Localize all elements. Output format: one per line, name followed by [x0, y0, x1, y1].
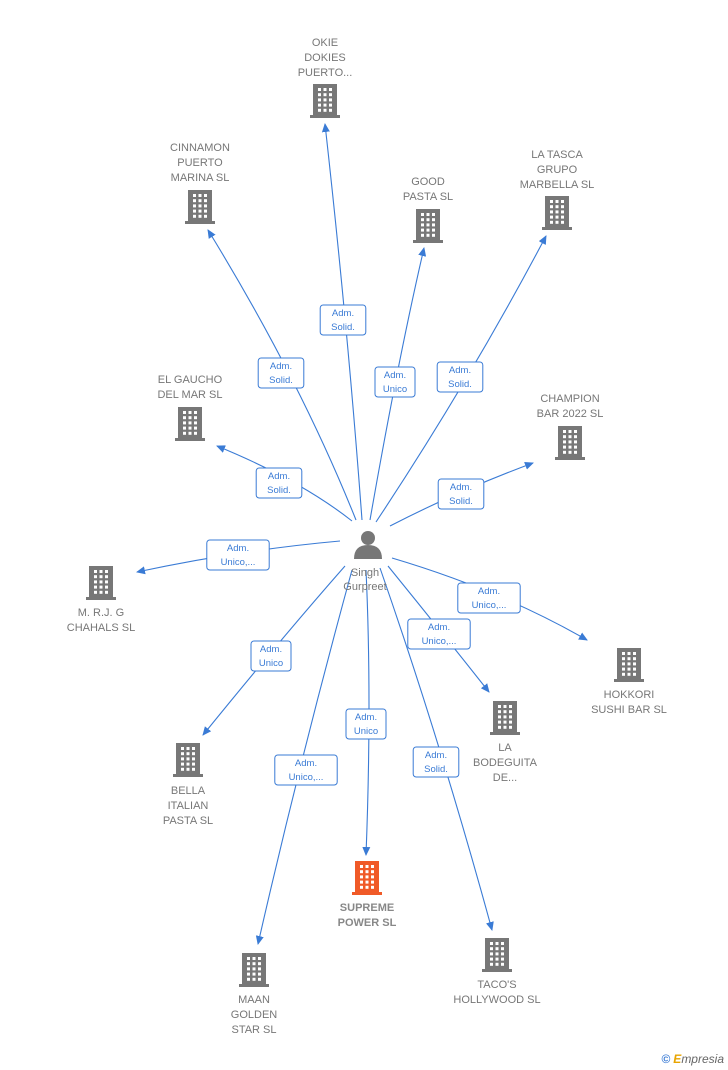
edge-label-line: Solid. — [424, 764, 448, 775]
edge-label-line: Solid. — [331, 322, 355, 333]
edge-label-line: Unico — [259, 658, 283, 669]
edge-label-line: Solid. — [449, 496, 473, 507]
edge-label-line: Adm. — [268, 471, 290, 482]
building-icon[interactable] — [86, 566, 116, 600]
company-name-latasca[interactable]: GRUPO — [537, 164, 578, 176]
company-name-maan[interactable]: GOLDEN — [231, 1009, 278, 1021]
company-name-gaucho[interactable]: DEL MAR SL — [157, 389, 222, 401]
company-name-tacos[interactable]: TACO'S — [477, 979, 516, 991]
company-name-hokkori[interactable]: SUSHI BAR SL — [591, 704, 667, 716]
edge-label-gaucho[interactable]: Adm. Solid. — [255, 467, 303, 499]
company-name-good[interactable]: GOOD — [411, 176, 445, 188]
edge-label-bodeguita[interactable]: Adm. Unico,... — [407, 618, 471, 650]
edge-label-line: Adm. — [270, 361, 292, 372]
company-name-tacos[interactable]: HOLLYWOOD SL — [453, 994, 540, 1006]
company-name-hokkori[interactable]: HOKKORI — [604, 689, 655, 701]
building-icon[interactable] — [482, 938, 512, 972]
company-name-supreme[interactable]: POWER SL — [338, 917, 397, 929]
company-name-okie[interactable]: DOKIES — [304, 52, 346, 64]
edge-label-line: Solid. — [448, 379, 472, 390]
edge-label-line: Adm. — [478, 586, 500, 597]
building-icon[interactable] — [555, 426, 585, 460]
company-name-mrj[interactable]: CHAHALS SL — [67, 622, 135, 634]
building-icon[interactable] — [542, 196, 572, 230]
company-name-maan[interactable]: STAR SL — [231, 1024, 276, 1036]
company-name-okie[interactable]: OKIE — [312, 37, 338, 49]
edge-label-line: Adm. — [295, 758, 317, 769]
edge-label-line: Unico — [383, 384, 407, 395]
company-name-cinnamon[interactable]: CINNAMON — [170, 142, 230, 154]
building-icon[interactable] — [185, 190, 215, 224]
edge-label-line: Unico,... — [422, 636, 457, 647]
edge-label-good[interactable]: Adm. Unico — [374, 366, 416, 398]
edge-label-mrj[interactable]: Adm. Unico,... — [206, 539, 270, 571]
edge-label-okie[interactable]: Adm. Solid. — [319, 304, 367, 336]
edge-label-line: Adm. — [450, 482, 472, 493]
edge-label-line: Solid. — [269, 375, 293, 386]
edge-label-tacos[interactable]: Adm. Solid. — [412, 746, 460, 778]
company-name-gaucho[interactable]: EL GAUCHO — [158, 374, 223, 386]
edge-supreme — [362, 569, 371, 856]
building-icon[interactable] — [614, 648, 644, 682]
company-name-cinnamon[interactable]: PUERTO — [177, 157, 223, 169]
edge-label-champion[interactable]: Adm. Solid. — [437, 478, 485, 510]
company-name-cinnamon[interactable]: MARINA SL — [171, 172, 230, 184]
building-icon[interactable] — [173, 743, 203, 777]
edge-label-latasca[interactable]: Adm. Solid. — [436, 361, 484, 393]
company-name-bella[interactable]: PASTA SL — [163, 815, 213, 827]
edge-label-line: Adm. — [227, 543, 249, 554]
company-name-latasca[interactable]: MARBELLA SL — [520, 179, 595, 191]
edge-label-line: Unico,... — [289, 772, 324, 783]
edge-label-line: Unico,... — [472, 600, 507, 611]
edge-label-hokkori[interactable]: Adm. Unico,... — [457, 582, 521, 614]
edge-tacos — [379, 567, 494, 931]
edge-label-line: Adm. — [384, 370, 406, 381]
company-name-champion[interactable]: CHAMPION — [540, 393, 599, 405]
building-icon[interactable] — [239, 953, 269, 987]
building-icon[interactable] — [175, 407, 205, 441]
edge-label-maan[interactable]: Adm. Unico,... — [274, 754, 338, 786]
building-icon[interactable] — [490, 701, 520, 735]
edge-label-line: Adm. — [428, 622, 450, 633]
edge-label-bella[interactable]: Adm. Unico — [250, 640, 292, 672]
person-icon[interactable] — [354, 531, 382, 559]
company-name-maan[interactable]: MAAN — [238, 994, 270, 1006]
edge-label-line: Adm. — [260, 644, 282, 655]
edge-label-line: Adm. — [355, 712, 377, 723]
company-name-bodeguita[interactable]: BODEGUITA — [473, 757, 538, 769]
person-name[interactable]: Gurpreet — [343, 581, 386, 593]
building-icon[interactable] — [352, 861, 382, 895]
copyright-icon: © — [661, 1052, 671, 1066]
company-name-mrj[interactable]: M. R.J. G — [78, 607, 124, 619]
edge-label-line: Adm. — [449, 365, 471, 376]
edge-label-line: Adm. — [425, 750, 447, 761]
person-name[interactable]: Singh — [351, 567, 379, 579]
company-name-supreme[interactable]: SUPREME — [340, 902, 394, 914]
company-name-bella[interactable]: ITALIAN — [168, 800, 209, 812]
edge-label-line: Unico — [354, 726, 378, 737]
edge-label-cinnamon[interactable]: Adm. Solid. — [257, 357, 305, 389]
company-name-champion[interactable]: BAR 2022 SL — [537, 408, 604, 420]
company-name-bodeguita[interactable]: DE... — [493, 772, 517, 784]
company-name-latasca[interactable]: LA TASCA — [531, 149, 583, 161]
brand-footer: ©Empresia — [661, 1052, 724, 1066]
edge-label-line: Solid. — [267, 485, 291, 496]
company-name-bodeguita[interactable]: LA — [498, 742, 512, 754]
company-name-good[interactable]: PASTA SL — [403, 191, 453, 203]
brand-logo-initial: E — [673, 1052, 682, 1066]
edge-label-supreme[interactable]: Adm. Unico — [345, 708, 387, 740]
company-name-okie[interactable]: PUERTO... — [298, 67, 353, 79]
building-icon[interactable] — [310, 84, 340, 118]
building-icon[interactable] — [413, 209, 443, 243]
company-name-bella[interactable]: BELLA — [171, 785, 206, 797]
edge-label-line: Unico,... — [221, 557, 256, 568]
brand-logo-text: mpresia — [681, 1052, 724, 1066]
edge-label-line: Adm. — [332, 308, 354, 319]
